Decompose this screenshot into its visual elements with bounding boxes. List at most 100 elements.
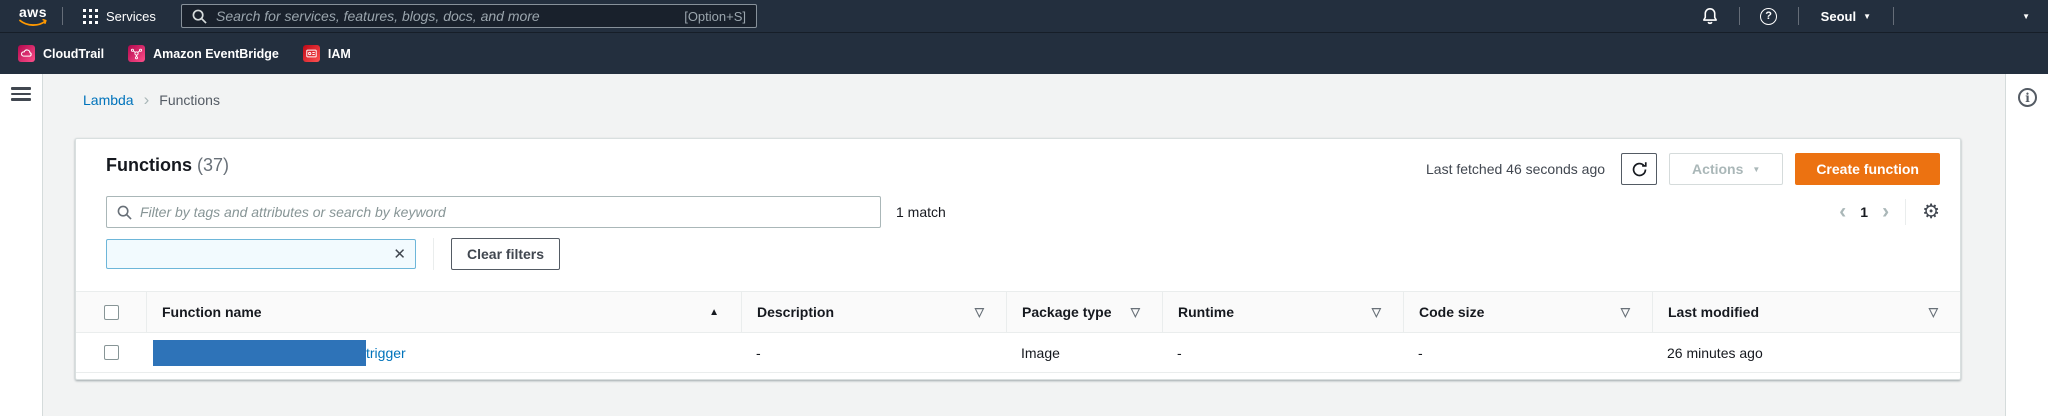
column-filter-icon[interactable]: ▽ xyxy=(974,305,984,319)
cloudtrail-icon xyxy=(18,45,35,62)
pagination: ‹ 1 › ⚙ xyxy=(1839,196,1940,228)
help-button[interactable]: ? xyxy=(1754,0,1784,32)
nav-divider xyxy=(1797,7,1799,25)
row-select-cell xyxy=(76,345,146,360)
column-label: Last modified xyxy=(1668,304,1760,320)
create-function-button[interactable]: Create function xyxy=(1795,153,1940,185)
pager-divider xyxy=(1905,199,1907,225)
aws-smile-icon xyxy=(19,18,47,26)
breadcrumb-lambda-link[interactable]: Lambda xyxy=(83,92,134,108)
page-number[interactable]: 1 xyxy=(1860,204,1869,220)
column-header-function-name[interactable]: Function name ▲ xyxy=(146,292,741,332)
match-count: 1 match xyxy=(896,204,946,220)
column-label: Code size xyxy=(1419,304,1485,320)
favorite-cloudtrail[interactable]: CloudTrail xyxy=(18,45,104,62)
package-type-cell: Image xyxy=(1021,344,1060,361)
favorite-label: CloudTrail xyxy=(43,46,105,61)
sort-ascending-icon: ▲ xyxy=(709,306,719,318)
column-filter-icon[interactable]: ▽ xyxy=(1620,305,1630,319)
main-content-area: i Lambda › Functions Functions (37) Last… xyxy=(0,74,2048,416)
grid-icon xyxy=(83,8,98,24)
top-navigation-bar: aws Services xyxy=(0,0,2048,32)
favorite-eventbridge[interactable]: Amazon EventBridge xyxy=(128,45,279,62)
favorite-label: Amazon EventBridge xyxy=(153,46,279,61)
column-filter-icon[interactable]: ▽ xyxy=(1371,305,1381,319)
last-fetched-status: Last fetched 46 seconds ago xyxy=(1426,161,1606,177)
chevron-down-icon: ▼ xyxy=(1752,164,1761,174)
nav-divider xyxy=(1893,7,1894,25)
clear-filters-label: Clear filters xyxy=(467,246,545,262)
column-header-description[interactable]: Description ▽ xyxy=(741,292,1006,332)
select-all-checkbox[interactable] xyxy=(103,304,119,320)
functions-panel: Functions (37) Last fetched 46 seconds a… xyxy=(75,138,1961,380)
breadcrumb: Lambda › Functions xyxy=(83,91,220,108)
panel-title-text: Functions xyxy=(106,155,192,175)
runtime-cell: - xyxy=(1177,344,1182,361)
function-name-cell: trigger xyxy=(146,339,741,366)
refresh-icon xyxy=(1632,161,1647,176)
chevron-down-icon: ▼ xyxy=(1863,11,1871,21)
global-search-input[interactable] xyxy=(216,8,677,24)
table-header-row: Function name ▲ Description ▽ Package ty… xyxy=(76,291,1960,333)
search-icon xyxy=(192,9,207,24)
active-filter-token[interactable]: ✕ xyxy=(106,239,416,269)
table-filter-input[interactable] xyxy=(140,204,870,220)
left-sidebar-collapsed xyxy=(0,74,43,416)
services-menu-button[interactable]: Services xyxy=(77,0,162,32)
table-row: trigger - Image - - 26 minutes ago xyxy=(76,333,1960,373)
hamburger-menu-icon[interactable] xyxy=(11,87,31,101)
row-checkbox[interactable] xyxy=(103,345,119,360)
column-filter-icon[interactable]: ▽ xyxy=(1928,305,1938,319)
global-search-bar[interactable]: [Option+S] xyxy=(181,4,757,28)
favorite-iam[interactable]: IAM xyxy=(302,45,351,62)
right-tools-panel-collapsed: i xyxy=(2005,74,2048,416)
aws-logo[interactable]: aws xyxy=(18,3,48,27)
region-selector[interactable]: Seoul ▼ xyxy=(1813,0,1879,32)
description-cell: - xyxy=(756,344,761,361)
next-page-icon[interactable]: › xyxy=(1882,200,1890,223)
previous-page-icon[interactable]: ‹ xyxy=(1839,200,1847,223)
region-label: Seoul xyxy=(1820,8,1857,24)
breadcrumb-current: Functions xyxy=(159,92,220,108)
search-icon xyxy=(117,205,132,220)
help-icon: ? xyxy=(1760,7,1778,25)
column-filter-icon[interactable]: ▽ xyxy=(1130,305,1140,319)
bell-icon xyxy=(1702,8,1717,25)
chevron-down-icon: ▼ xyxy=(2022,11,2030,21)
clear-filters-button[interactable]: Clear filters xyxy=(451,238,561,270)
actions-label: Actions xyxy=(1692,161,1744,177)
panel-title-count: (37) xyxy=(197,155,230,175)
favorite-label: IAM xyxy=(327,46,351,61)
panel-title: Functions (37) xyxy=(106,155,229,176)
column-header-package-type[interactable]: Package type ▽ xyxy=(1006,292,1162,332)
select-all-cell xyxy=(76,292,146,332)
services-label: Services xyxy=(106,8,156,24)
function-name-link[interactable]: trigger xyxy=(366,344,406,361)
refresh-button[interactable] xyxy=(1621,153,1658,185)
aws-logo-text: aws xyxy=(19,3,47,20)
notifications-button[interactable] xyxy=(1695,0,1725,32)
column-label: Description xyxy=(757,304,835,320)
gear-icon[interactable]: ⚙ xyxy=(1922,201,1940,223)
column-header-runtime[interactable]: Runtime ▽ xyxy=(1162,292,1403,332)
column-label: Package type xyxy=(1022,304,1112,320)
close-icon[interactable]: ✕ xyxy=(393,246,406,263)
table-filter-field[interactable] xyxy=(106,196,881,228)
token-divider xyxy=(433,238,434,270)
account-menu-button[interactable]: ▼ xyxy=(1908,0,2048,32)
last-modified-cell: 26 minutes ago xyxy=(1667,344,1763,361)
column-label: Function name xyxy=(162,304,262,320)
search-shortcut-hint: [Option+S] xyxy=(684,8,746,24)
iam-icon xyxy=(302,45,320,62)
actions-dropdown-button[interactable]: Actions ▼ xyxy=(1669,153,1784,185)
column-label: Runtime xyxy=(1178,304,1234,320)
redacted-function-name xyxy=(153,339,366,366)
nav-divider xyxy=(62,7,63,25)
column-header-last-modified[interactable]: Last modified ▽ xyxy=(1652,292,1960,332)
column-header-code-size[interactable]: Code size ▽ xyxy=(1403,292,1652,332)
info-icon[interactable]: i xyxy=(2018,88,2037,107)
favorites-bar: CloudTrail Amazon EventBridge xyxy=(0,32,2048,74)
eventbridge-icon xyxy=(128,45,146,62)
code-size-cell: - xyxy=(1418,344,1423,361)
